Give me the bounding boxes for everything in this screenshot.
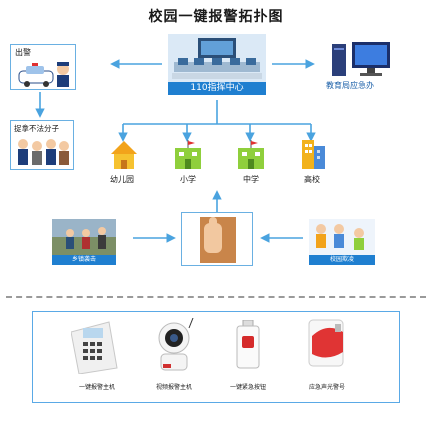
education-label: 教育局应急办: [326, 81, 374, 90]
primary-school-icon: [173, 140, 203, 170]
connector-arrows: [35, 59, 316, 243]
command-center-node: 110指挥中心: [168, 34, 266, 95]
right-scene-label: 校园欺凌: [309, 255, 375, 265]
left-scene-node: 乡镇袭击: [52, 219, 116, 265]
university-icon: [298, 138, 328, 170]
middle-school-icon: [236, 140, 266, 170]
device-label-video-alarm: 视频报警主机: [155, 384, 192, 391]
bullying-scene-image: [309, 219, 375, 255]
school-university-label: 高校: [304, 175, 320, 184]
right-scene-node: 校园欺凌: [309, 219, 375, 265]
education-node: 教育局应急办: [318, 40, 418, 92]
alarm-node: 一键报警: [181, 212, 253, 266]
siren-icon: [308, 319, 344, 367]
police-label: 出警: [15, 48, 31, 57]
computer-icon: [332, 42, 390, 76]
section-divider: [6, 296, 426, 298]
device-label-siren: 应急声光警号: [308, 384, 345, 391]
devices-panel: 一键报警主机 视频报警主机 一键紧急按钮 应急声光警号: [32, 311, 400, 403]
diagram-title: 校园一键报警拓扑图: [148, 9, 284, 25]
alarm-host-icon: [71, 321, 118, 374]
video-alarm-icon: [158, 318, 194, 371]
device-label-emergency-button: 一键紧急按钮: [229, 384, 266, 391]
arrest-label: 捉拿不法分子: [14, 124, 59, 133]
police-node: 出警: [10, 44, 76, 90]
command-center-icon: [168, 34, 266, 82]
school-kindergarten-label: 幼儿园: [110, 175, 134, 184]
emergency-button-icon: [236, 320, 260, 369]
attack-scene-image: [52, 219, 116, 255]
press-button-icon: [200, 217, 236, 263]
school-middle-label: 中学: [243, 175, 259, 184]
arrest-node: 捉拿不法分子: [10, 120, 74, 170]
device-label-alarm-host: 一键报警主机: [78, 384, 115, 391]
left-scene-label: 乡镇袭击: [52, 255, 116, 265]
police-car-icon: [18, 62, 69, 87]
command-center-label: 110指挥中心: [168, 82, 266, 95]
arrest-scene-icon: [18, 139, 69, 165]
kindergarten-icon: [109, 140, 139, 170]
alarm-label: 一键报警: [237, 221, 244, 256]
school-primary-label: 小学: [180, 175, 196, 184]
